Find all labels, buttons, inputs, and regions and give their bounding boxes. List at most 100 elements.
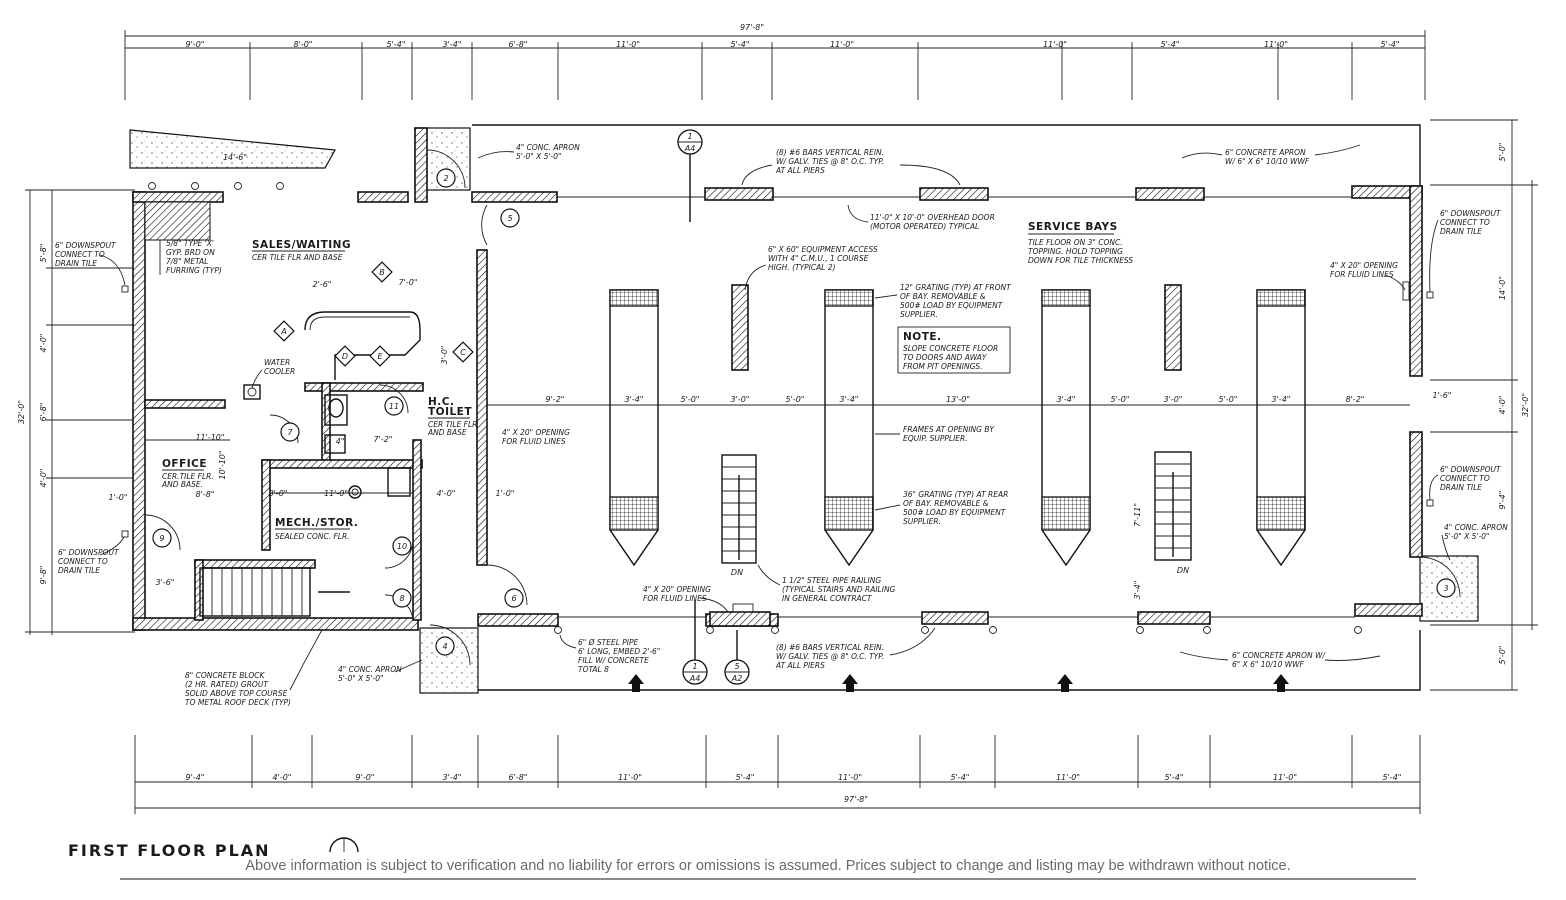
note-apron-bottom-left: 4" CONC. APRON 5'-0" X 5'-0" <box>338 659 423 683</box>
bay-dim-7: 13'-0" <box>946 395 970 404</box>
bottom-dim-12: 11'-0" <box>1273 773 1297 782</box>
arrow-up-icon <box>1273 674 1289 692</box>
note-gyp-board: 5/8" TYPE 'X' GYP. BRD ON 7/8" METAL FUR… <box>159 239 222 275</box>
svg-text:E: E <box>377 352 383 361</box>
top-dim-2: 8'-0" <box>294 40 313 49</box>
wall-jog-dim: 1'-0" <box>496 489 515 498</box>
svg-text:6" CONCRETE APRON: 6" CONCRETE APRON <box>1225 148 1306 157</box>
pit-end-dim: 3'-4" <box>1133 581 1142 600</box>
equip-tag-d: D <box>334 345 356 367</box>
svg-text:6: 6 <box>511 594 516 603</box>
service-pits: DN DN <box>609 284 1306 577</box>
fixtures <box>243 311 421 499</box>
left-dim-4: 4'-0" <box>39 469 48 488</box>
bay-dim-2: 3'-4" <box>625 395 644 404</box>
right-dim-5: 5'-0" <box>1498 646 1507 665</box>
svg-text:C: C <box>460 348 466 357</box>
bay-dim-10: 3'-0" <box>1164 395 1183 404</box>
door-tag-2: 2 <box>436 168 456 188</box>
svg-text:4" CONC. APRON: 4" CONC. APRON <box>338 665 402 674</box>
pit-stair-dim: 7'-11" <box>1133 503 1142 527</box>
door-tag-7: 7 <box>280 422 300 442</box>
svg-text:4" CONC. APRON: 4" CONC. APRON <box>516 143 580 152</box>
office-dim-width: 11'-10" <box>195 433 224 442</box>
note-apron-right-mid: 4" CONC. APRON 5'-0" X 5'-0" <box>1441 523 1508 561</box>
door-tags: 2 5 7 11 9 10 8 4 6 3 <box>152 168 1456 656</box>
toilet-floor-note-2: AND BASE <box>427 428 467 437</box>
mech-dim-width: 11'-0" <box>324 489 348 498</box>
svg-text:6" DOWNSPOUT: 6" DOWNSPOUT <box>58 548 120 557</box>
pit-3 <box>1041 289 1091 567</box>
svg-text:DRAIN TILE: DRAIN TILE <box>1440 483 1482 492</box>
svg-text:5: 5 <box>734 662 739 671</box>
svg-text:7/8" METAL: 7/8" METAL <box>166 257 208 266</box>
counter-dim-3: 3'-0" <box>440 346 449 365</box>
sales-waiting-label: SALES/WAITING <box>252 239 351 251</box>
bay-dim-3: 5'-0" <box>681 395 700 404</box>
arrow-up-icon <box>842 674 858 692</box>
note-downspout-left-2: 6" DOWNSPOUT CONNECT TO DRAIN TILE <box>58 530 129 575</box>
door-tag-8: 8 <box>392 588 412 608</box>
note-downspout-right-2: 6" DOWNSPOUT CONNECT TO DRAIN TILE <box>1426 465 1502 507</box>
note-water-cooler: WATER COOLER <box>251 358 295 389</box>
svg-text:6" CONCRETE APRON W/: 6" CONCRETE APRON W/ <box>1232 651 1326 660</box>
overall-depth-left: 32'-0" <box>17 400 26 424</box>
top-dim-10: 5'-4" <box>1161 40 1180 49</box>
left-dimension-string: 32'-0" 5'-8" 4'-0" 6'-8" 4'-0" 9'-8" <box>17 189 135 635</box>
office-floor-note-1: CER.TILE FLR. <box>162 472 214 481</box>
left-dim-2: 4'-0" <box>39 334 48 353</box>
door-tag-6: 6 <box>504 588 524 608</box>
door-tag-3: 3 <box>1436 578 1456 598</box>
top-dim-8: 11'-0" <box>830 40 854 49</box>
bottom-dim-11: 5'-4" <box>1165 773 1184 782</box>
note-bars-bottom: (8) #6 BARS VERTICAL REIN. W/ GALV. TIES… <box>775 627 936 670</box>
top-dimension-string: 97'-8" 9'-0" 8'-0" 5'-4" 3'-4" 6'-8" 11'… <box>124 23 1426 100</box>
svg-text:W/ GALV. TIES @ 8" O.C. TYP.: W/ GALV. TIES @ 8" O.C. TYP. <box>776 652 884 661</box>
svg-text:2: 2 <box>443 174 448 183</box>
section-marker-bottom-2: 5 A2 <box>724 630 750 685</box>
top-dim-6: 11'-0" <box>616 40 640 49</box>
svg-text:COOLER: COOLER <box>264 367 295 376</box>
right-jog-dim: 1'-6" <box>1433 391 1452 400</box>
note-grating-rear: 36" GRATING (TYP) AT REAR OF BAY. REMOVA… <box>874 490 1008 526</box>
door-tag-9: 9 <box>152 528 172 548</box>
office-label: OFFICE <box>162 458 207 470</box>
svg-text:W/ 6" X 6" 10/10 WWF: W/ 6" X 6" 10/10 WWF <box>1225 157 1310 166</box>
svg-text:DRAIN TILE: DRAIN TILE <box>1440 227 1482 236</box>
bay-dim-13: 8'-2" <box>1346 395 1365 404</box>
bottom-dim-4: 3'-4" <box>443 773 462 782</box>
pit-stair-1 <box>721 454 757 564</box>
note-concrete-block: 8" CONCRETE BLOCK (2 HR. RATED) GROUT SO… <box>185 629 323 707</box>
svg-text:CONNECT TO: CONNECT TO <box>58 557 108 566</box>
svg-text:NOTE.: NOTE. <box>903 331 942 343</box>
note-fluid-center: 4" X 20" OPENING FOR FLUID LINES <box>502 428 570 446</box>
svg-text:4: 4 <box>442 642 447 651</box>
svg-text:12" GRATING (TYP) AT FRONT: 12" GRATING (TYP) AT FRONT <box>900 283 1012 292</box>
svg-text:DRAIN TILE: DRAIN TILE <box>55 259 97 268</box>
left-dim-5: 9'-8" <box>39 566 48 585</box>
section-marker-bottom-1: 1 A4 <box>682 600 708 685</box>
bay-dim-6: 3'-4" <box>840 395 859 404</box>
right-dim-2: 14'-0" <box>1498 276 1507 300</box>
svg-text:5/8" TYPE 'X': 5/8" TYPE 'X' <box>166 239 214 248</box>
bay-dim-1: 9'-2" <box>546 395 565 404</box>
svg-text:11: 11 <box>389 402 399 411</box>
svg-text:5: 5 <box>507 214 512 223</box>
right-dim-1: 5'-0" <box>1498 143 1507 162</box>
right-dimension-string: 5'-0" 14'-0" 4'-0" 9'-4" 5'-0" 32'-0" <box>1430 119 1538 691</box>
note-downspout-left-1: 6" DOWNSPOUT CONNECT TO DRAIN TILE <box>55 241 129 293</box>
disclaimer-text: Above information is subject to verifica… <box>245 858 1291 874</box>
corridor-dim: 4'-0" <box>437 489 456 498</box>
svg-text:10: 10 <box>397 542 407 551</box>
bay-dim-9: 5'-0" <box>1111 395 1130 404</box>
svg-text:A4: A4 <box>684 144 696 153</box>
svg-text:A2: A2 <box>731 674 743 683</box>
svg-text:A: A <box>280 327 286 336</box>
svg-text:FRAMES AT OPENING BY: FRAMES AT OPENING BY <box>903 425 995 434</box>
svg-text:FILL W/ CONCRETE: FILL W/ CONCRETE <box>578 656 649 665</box>
svg-text:6" Ø STEEL PIPE: 6" Ø STEEL PIPE <box>578 638 639 647</box>
svg-text:(8) #6 BARS VERTICAL REIN.: (8) #6 BARS VERTICAL REIN. <box>776 148 884 157</box>
note-slope: NOTE. SLOPE CONCRETE FLOOR TO DOORS AND … <box>897 326 1011 374</box>
svg-text:8: 8 <box>399 594 404 603</box>
